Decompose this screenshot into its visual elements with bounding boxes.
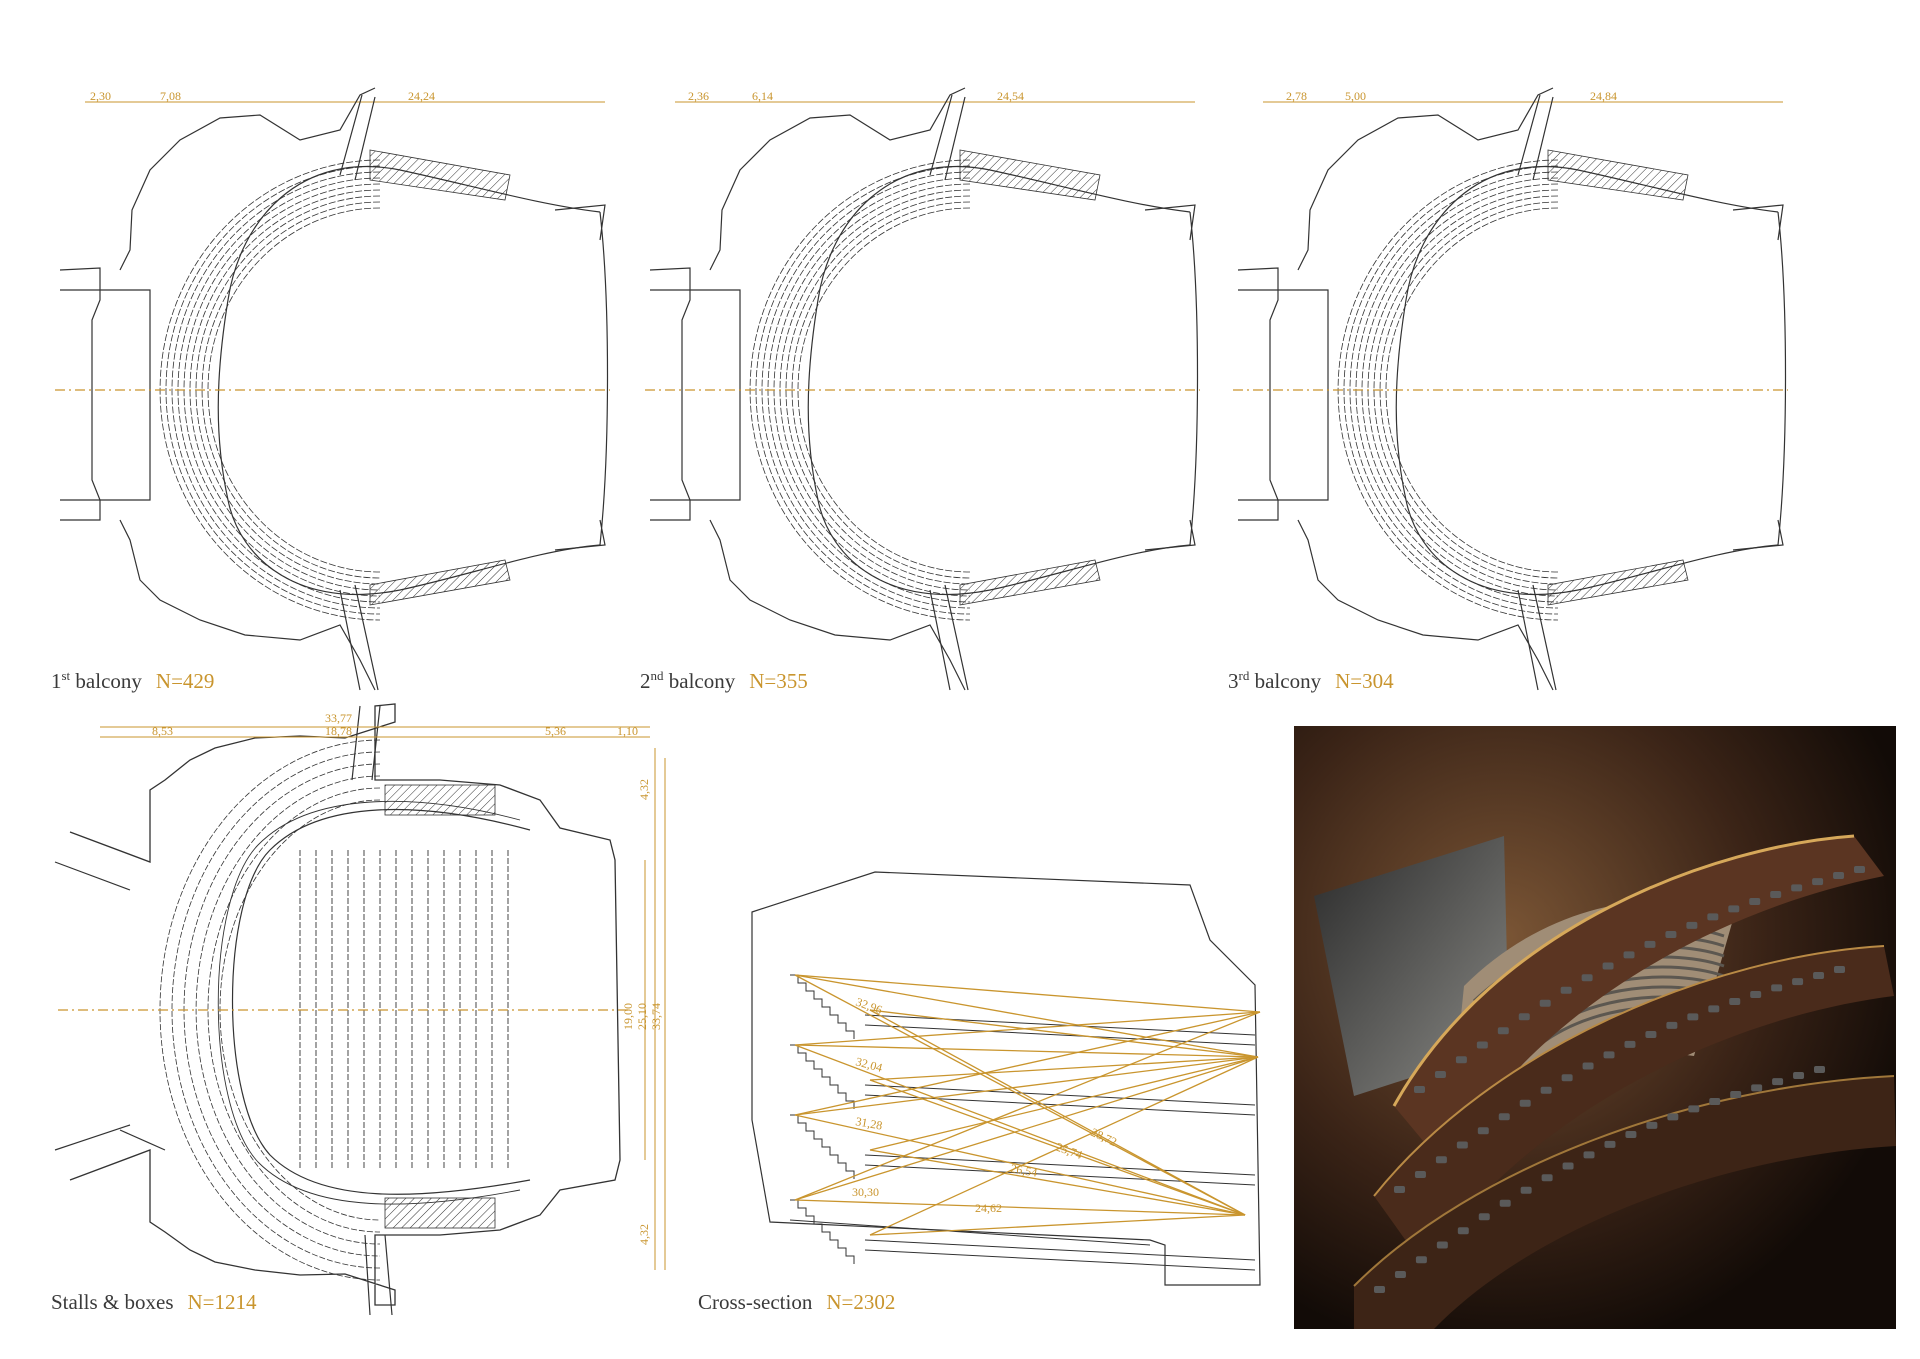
hatched-zone	[1547, 149, 1689, 201]
dim-label: 24,24	[408, 89, 435, 103]
dim-label: 25,10	[635, 1003, 649, 1030]
caption-balcony-1: 1st balcony N=429	[51, 668, 214, 694]
sightline-label: 31,28	[854, 1114, 883, 1132]
stalls-dimensions	[100, 726, 666, 1270]
aisle-stub	[339, 94, 379, 691]
caption-suffix: st	[61, 668, 71, 683]
dim-label: 33,74	[649, 1003, 663, 1030]
side-corridor	[1238, 289, 1329, 501]
caption-balcony-2: 2nd balcony N=355	[640, 668, 808, 694]
stalls-inner-bowl	[232, 808, 531, 1195]
dim-label: 5,36	[545, 724, 566, 738]
balcony-plan-2	[645, 87, 1200, 691]
stalls-dim-labels: 33,77 8,53 18,78 5,36 1,10 4,32 19,00 25…	[152, 711, 663, 1245]
sightline-label: 26,54	[1009, 1161, 1038, 1179]
stalls-box-top	[384, 784, 496, 816]
seat-count: N=2302	[826, 1290, 896, 1314]
dim-label: 24,84	[1590, 89, 1617, 103]
sightline-label: 25,74	[1054, 1140, 1084, 1162]
caption-text: Stalls & boxes	[51, 1290, 174, 1314]
hatched-zone	[369, 149, 511, 201]
outer-wall	[59, 87, 376, 691]
caption-balcony-3: 3rd balcony N=304	[1228, 668, 1394, 694]
caption-ordinal: 1	[51, 669, 62, 693]
dim-label: 24,54	[997, 89, 1024, 103]
hatched-zone	[369, 559, 511, 606]
dim-label: 5,00	[1345, 89, 1366, 103]
balcony-plans	[55, 87, 1788, 691]
aisle-stub	[929, 94, 969, 691]
dim-label: 18,78	[325, 724, 352, 738]
dim-label: 1,10	[617, 724, 638, 738]
stalls-plan	[54, 703, 666, 1316]
stage-edge	[1144, 204, 1199, 551]
dim-label: 8,53	[152, 724, 173, 738]
seat-count: N=1214	[187, 1290, 257, 1314]
stage-edge	[554, 204, 609, 551]
stalls-corridors	[54, 705, 393, 1316]
seat-count: N=429	[155, 669, 215, 693]
caption-stalls: Stalls & boxes N=1214	[51, 1290, 257, 1315]
side-corridor	[650, 289, 741, 501]
section-outline	[751, 871, 1261, 1286]
caption-ordinal: 2	[640, 669, 651, 693]
hatched-zone	[1547, 559, 1689, 606]
caption-ordinal: 3	[1228, 669, 1239, 693]
dim-label: 7,08	[160, 89, 181, 103]
dim-label: 4,32	[637, 779, 651, 800]
dim-label: 2,78	[1286, 89, 1307, 103]
balcony-dim-labels: 2,30 7,08 24,24 2,36 6,14 24,54 2,78 5,0…	[90, 89, 1617, 103]
caption-cross-section: Cross-section N=2302	[698, 1290, 895, 1315]
side-corridor	[60, 289, 151, 501]
balcony-plan-3	[1233, 87, 1788, 691]
hatched-zone	[959, 559, 1101, 606]
seat-count: N=304	[1335, 669, 1394, 693]
sightline-label: 30,30	[852, 1185, 879, 1199]
stalls-box-bottom	[384, 1197, 496, 1229]
dim-label: 6,14	[752, 89, 773, 103]
sightline-label: 32,04	[854, 1054, 884, 1075]
outer-wall	[1237, 87, 1554, 691]
section-sightlines	[794, 974, 1261, 1236]
caption-text: Cross-section	[698, 1290, 813, 1314]
balcony-plan-1	[55, 87, 610, 691]
stage-edge	[1732, 204, 1787, 551]
dim-label: 2,30	[90, 89, 111, 103]
aisle-stub	[1517, 94, 1557, 691]
dim-label: 19,00	[621, 1003, 635, 1030]
outer-wall	[649, 87, 966, 691]
hatched-zone	[959, 149, 1101, 201]
caption-text: balcony	[70, 669, 142, 693]
sightline-label: 24,62	[975, 1201, 1002, 1215]
dim-label: 4,32	[637, 1224, 651, 1245]
dim-label: 2,36	[688, 89, 709, 103]
seat-count: N=355	[749, 669, 808, 693]
cross-section: 32,96 32,04 31,28 30,30 28,72 25,74 24,6…	[751, 871, 1261, 1286]
auditorium-render-image	[1294, 726, 1896, 1329]
caption-suffix: rd	[1238, 668, 1250, 683]
caption-text: balcony	[663, 669, 736, 693]
caption-suffix: nd	[650, 668, 664, 683]
sightline-label: 28,72	[1089, 1125, 1119, 1149]
dim-label: 33,77	[325, 711, 352, 725]
caption-text: balcony	[1249, 669, 1322, 693]
sightline-label: 32,96	[854, 995, 884, 1017]
